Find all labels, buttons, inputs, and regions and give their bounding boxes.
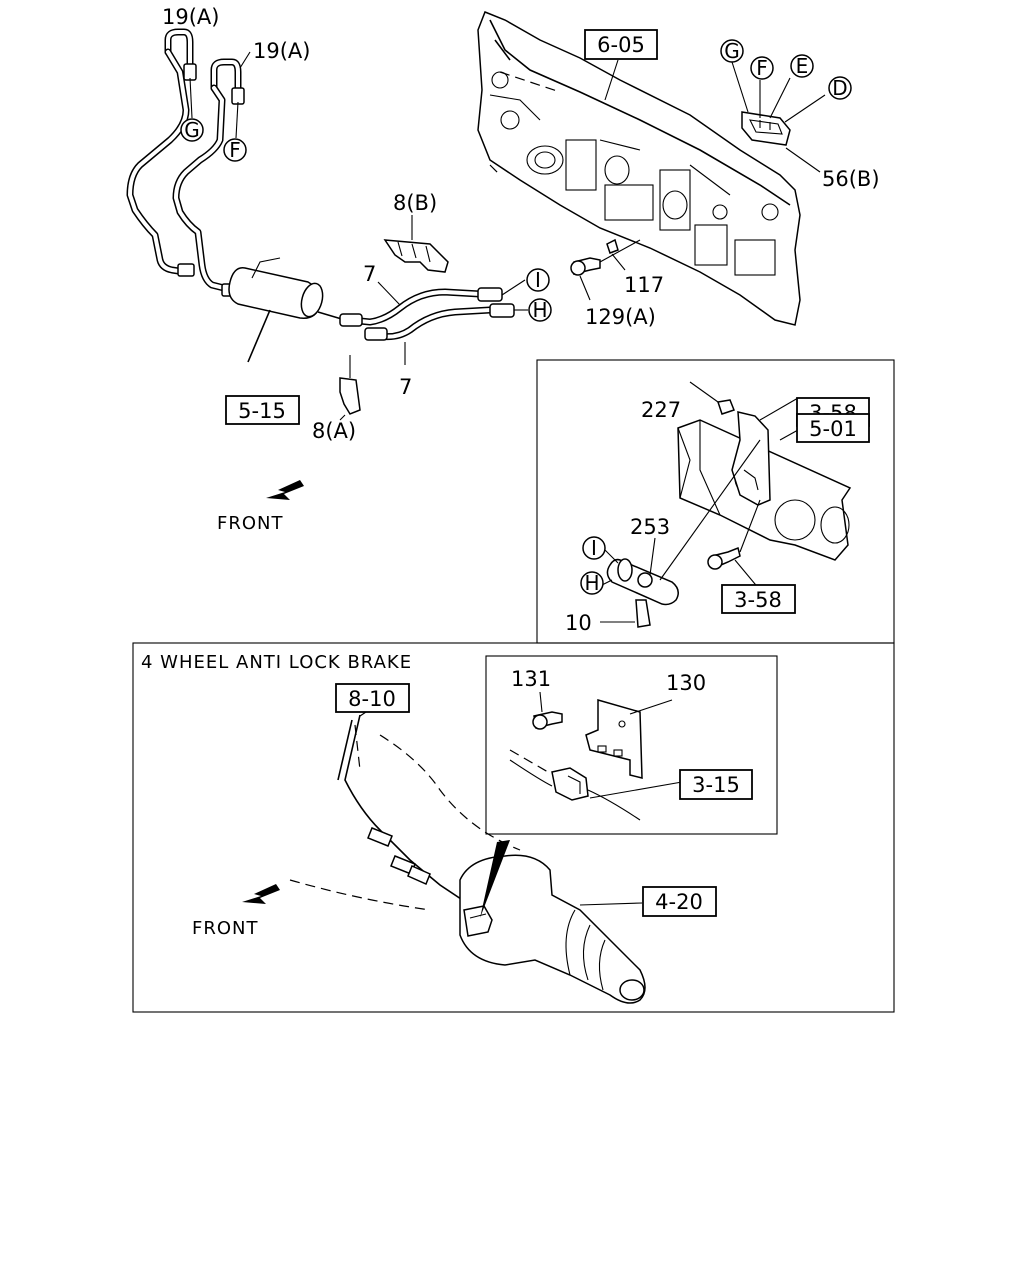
ref-box-5-01[interactable]: 5-01 bbox=[796, 413, 870, 443]
svg-text:4-20: 4-20 bbox=[655, 890, 703, 914]
label-227: 227 bbox=[641, 398, 681, 422]
clip-8a bbox=[339, 355, 361, 421]
svg-text:6-05: 6-05 bbox=[597, 33, 645, 57]
abs-section bbox=[132, 642, 895, 1013]
label-7-top: 7 bbox=[363, 262, 376, 286]
ref-box-3-15[interactable]: 3-15 bbox=[679, 769, 753, 800]
circle-marker-f-pipe: F bbox=[223, 138, 247, 162]
circle-marker-f-panel: F bbox=[750, 56, 774, 80]
label-129a: 129(A) bbox=[585, 305, 656, 329]
circle-marker-i-detail: I bbox=[582, 536, 606, 560]
ref-box-6-05[interactable]: 6-05 bbox=[584, 29, 658, 60]
label-7-bottom: 7 bbox=[399, 375, 412, 399]
clip-8b bbox=[383, 215, 449, 273]
firewall-panel bbox=[477, 11, 826, 326]
svg-text:D: D bbox=[832, 76, 847, 100]
ref-box-8-10[interactable]: 8-10 bbox=[335, 683, 410, 713]
circle-marker-g-panel: G bbox=[720, 39, 744, 63]
label-117: 117 bbox=[624, 273, 664, 297]
svg-text:F: F bbox=[229, 138, 241, 162]
ref-box-3-58-bottom[interactable]: 3-58 bbox=[721, 584, 796, 614]
ref-box-5-15[interactable]: 5-15 bbox=[225, 395, 300, 425]
svg-text:G: G bbox=[184, 118, 200, 142]
label-130: 130 bbox=[666, 671, 706, 695]
svg-text:3-58: 3-58 bbox=[734, 588, 782, 612]
ref-box-4-20[interactable]: 4-20 bbox=[642, 886, 717, 917]
circle-marker-h-detail: H bbox=[580, 571, 604, 595]
circle-marker-i-pipe: I bbox=[526, 268, 550, 292]
section-title: 4 WHEEL ANTI LOCK BRAKE bbox=[141, 652, 412, 673]
svg-text:I: I bbox=[535, 268, 541, 292]
brake-pipe-assembly bbox=[126, 28, 245, 297]
circle-marker-d-panel: D bbox=[828, 76, 852, 100]
label-253: 253 bbox=[630, 515, 670, 539]
master-cylinder bbox=[228, 257, 346, 363]
svg-text:H: H bbox=[584, 571, 599, 595]
svg-text:I: I bbox=[591, 536, 597, 560]
brake-pipe-7 bbox=[339, 279, 528, 365]
svg-text:H: H bbox=[532, 298, 547, 322]
svg-text:E: E bbox=[796, 54, 809, 78]
label-8a: 8(A) bbox=[312, 419, 356, 443]
circle-marker-e-panel: E bbox=[790, 54, 814, 78]
label-131: 131 bbox=[511, 667, 551, 691]
svg-text:5-01: 5-01 bbox=[809, 417, 857, 441]
svg-text:3-15: 3-15 bbox=[692, 773, 740, 797]
svg-text:F: F bbox=[756, 56, 768, 80]
label-19a-left: 19(A) bbox=[162, 5, 219, 29]
label-56b: 56(B) bbox=[822, 167, 880, 191]
svg-text:G: G bbox=[724, 39, 740, 63]
label-19a-right: 19(A) bbox=[253, 39, 310, 63]
svg-text:8-10: 8-10 bbox=[348, 687, 396, 711]
circle-marker-h-pipe: H bbox=[528, 298, 552, 322]
label-8b: 8(B) bbox=[393, 191, 437, 215]
label-10: 10 bbox=[565, 611, 592, 635]
front-arrow-top bbox=[266, 480, 304, 500]
front-label-bottom: FRONT bbox=[192, 918, 259, 939]
svg-text:5-15: 5-15 bbox=[238, 399, 286, 423]
front-label-top: FRONT bbox=[217, 513, 284, 534]
circle-marker-g-pipe: G bbox=[180, 118, 204, 142]
